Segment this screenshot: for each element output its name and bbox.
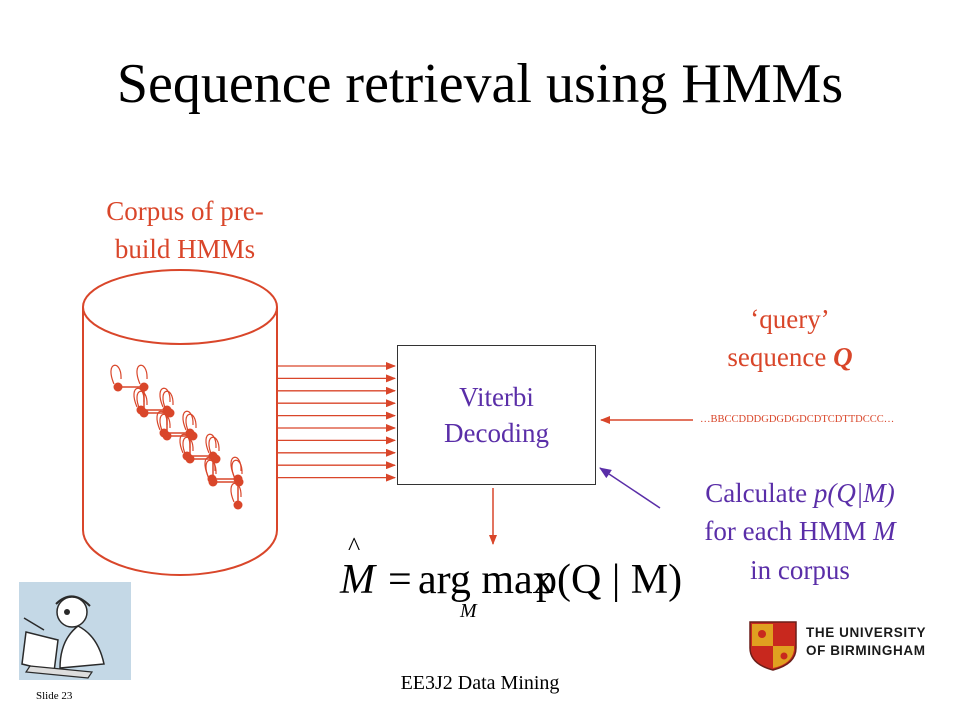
hmm-self-loop [182, 436, 194, 457]
corpus-label-line2: build HMMs [114, 234, 256, 265]
university-line1: THE UNIVERSITY [806, 625, 927, 640]
viterbi-line2: Decoding [444, 418, 549, 448]
calculate-label: Calculate p(Q|M) for each HMM M in corpu… [665, 474, 935, 589]
formula-subscript: M [460, 600, 477, 622]
hmm-self-loop [205, 433, 217, 454]
query-label-prefix: sequence [727, 342, 834, 373]
calculate-variable: M [873, 516, 896, 547]
calculate-arrow [599, 467, 661, 509]
hmm-state [185, 428, 195, 438]
hmm-self-loop [136, 390, 148, 411]
cylinder-icon [82, 269, 278, 576]
hmm-self-loop [159, 413, 171, 434]
formula-equals: = [388, 557, 412, 603]
slide-footer: EE3J2 Data Mining [400, 672, 560, 694]
hmm-self-loop [179, 433, 191, 454]
calculate-line2: for each HMM M [665, 512, 935, 550]
crest-icon [749, 621, 797, 671]
hmm-chain-icon [110, 364, 244, 510]
hmm-state [113, 382, 123, 392]
hmm-state [139, 382, 149, 392]
query-label-line1: ‘query’ [750, 304, 830, 334]
calculate-line2-prefix: for each HMM [704, 516, 874, 547]
hmm-self-loop [156, 410, 168, 431]
hmm-self-loop [230, 456, 242, 477]
calculate-prefix: Calculate [705, 478, 814, 508]
hmm-self-loop [204, 456, 216, 477]
hmm-state [162, 405, 172, 415]
hmm-self-loop [159, 387, 171, 408]
query-label-line2: sequence Q [680, 338, 900, 376]
hmm-self-loop [162, 390, 174, 411]
viterbi-text: Viterbi Decoding [444, 379, 549, 452]
hmm-state [233, 474, 243, 484]
hmm-self-loop [185, 413, 197, 434]
hmm-state [233, 500, 243, 510]
query-sequence: …BBCCDDDGDGDGDCDTCDTTDCCC… [700, 414, 895, 425]
viterbi-line1: Viterbi [459, 381, 534, 412]
formula-argmax: arg max [418, 557, 554, 603]
formula-rhs: p(Q | M) [536, 557, 683, 603]
slide-title: Sequence retrieval using HMMs [116, 53, 844, 115]
calculate-expression: p(Q|M) [813, 478, 895, 508]
slide-number: Slide 23 [36, 690, 73, 702]
hmm-self-loop [230, 482, 242, 503]
calculate-line3: in corpus [750, 554, 850, 585]
hmm-self-loop [182, 410, 194, 431]
formula-hat: ^ [348, 532, 361, 561]
hmm-self-loop [110, 364, 122, 385]
hmm-self-loop [208, 436, 220, 457]
hmm-self-loop [136, 364, 148, 385]
cartoon-icon [19, 582, 131, 680]
hmm-state [159, 428, 169, 438]
query-variable: Q [833, 342, 853, 373]
query-label: ‘query’ sequence Q [680, 300, 900, 377]
hmm-state [182, 451, 192, 461]
viterbi-decoding-box: Viterbi Decoding [397, 345, 596, 485]
hmm-state [136, 405, 146, 415]
argmax-formula: M ^ = arg max p(Q | M) M [340, 532, 682, 628]
university-name: THE UNIVERSITY OF BIRMINGHAM [806, 624, 926, 660]
corpus-label-line1: Corpus of pre- [106, 196, 264, 226]
hmm-state [207, 474, 217, 484]
hmm-self-loop [133, 387, 145, 408]
university-line2: OF BIRMINGHAM [806, 643, 926, 659]
corpus-to-viterbi-arrows [278, 362, 396, 482]
calculate-line1: Calculate p(Q|M) [665, 474, 935, 512]
corpus-label: Corpus of pre- build HMMs [70, 192, 300, 269]
formula-lhs: M [340, 557, 375, 603]
